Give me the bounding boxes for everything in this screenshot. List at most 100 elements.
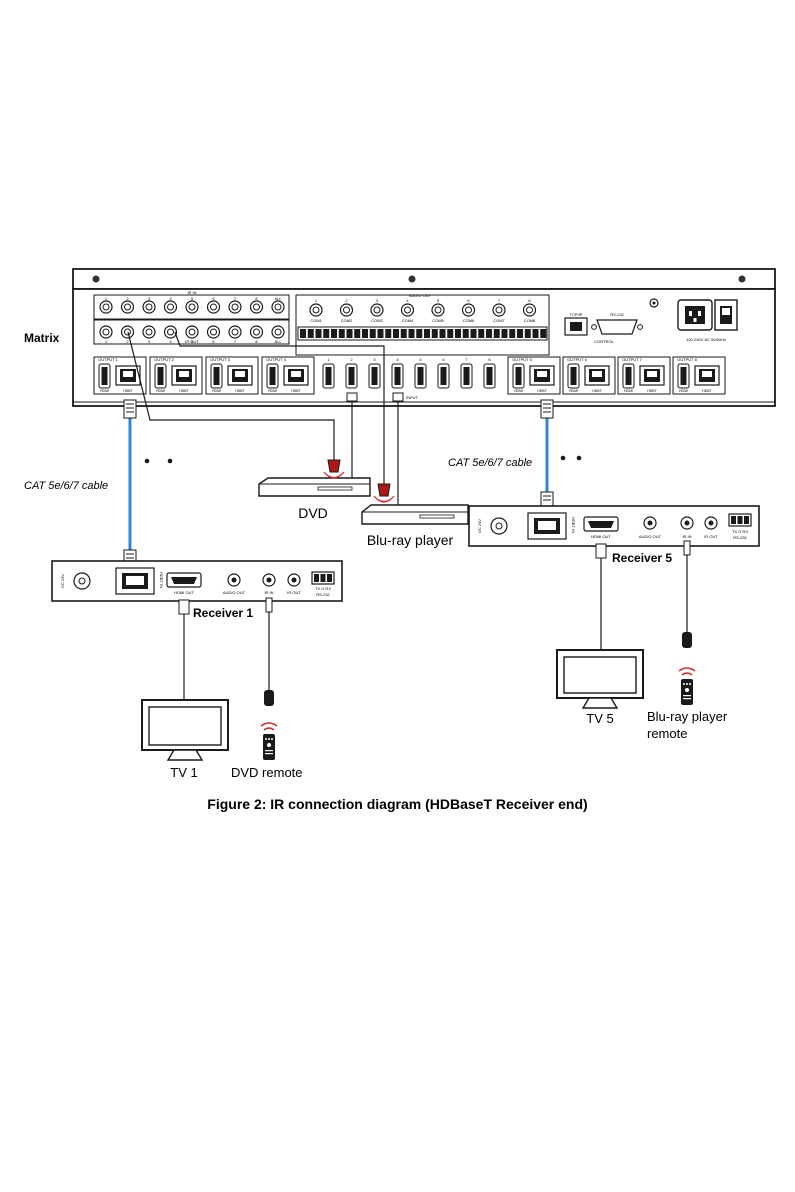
audio-com-label: COM4 <box>402 318 414 323</box>
terminal-pin <box>524 329 531 338</box>
receiver-1-label: Receiver 1 <box>193 606 253 620</box>
audio-port-number: 7 <box>498 298 501 303</box>
terminal-pin <box>455 329 461 338</box>
rj45-plug-right-top <box>540 399 554 419</box>
input-hdmi-port: 5 <box>414 357 427 389</box>
terminal-pin <box>331 329 337 338</box>
audio-port-number: 5 <box>437 298 440 303</box>
terminal-pin <box>470 329 477 338</box>
svg-text:IR OUT: IR OUT <box>704 534 718 539</box>
ir-out-port: 2 <box>120 325 135 344</box>
dvd-label: DVD <box>298 505 328 521</box>
terminal-pin <box>393 329 399 338</box>
svg-text:DC 24V: DC 24V <box>477 519 482 533</box>
svg-text:TX G RX: TX G RX <box>315 586 331 591</box>
input-hdmi-port: 7 <box>460 357 473 389</box>
ir-port-number: 1 <box>105 296 108 301</box>
audio-port-number: 6 <box>467 298 470 303</box>
input-hdmi-port: 2 <box>345 357 358 389</box>
terminal-pin <box>362 329 368 338</box>
terminal-pin <box>307 329 314 338</box>
terminal-pin <box>400 329 407 338</box>
ir-port-number: 6 <box>212 296 215 301</box>
rj45-plug-left-top <box>123 399 137 419</box>
output-label: OUTPUT 6 <box>567 357 587 362</box>
dvd-remote <box>260 722 278 760</box>
audio-port-number: 1 <box>315 298 318 303</box>
hdmi-label: HDMI <box>569 389 578 393</box>
input-number: 5 <box>419 357 422 362</box>
hdmi-label: HDMI <box>514 389 523 393</box>
output-label: OUTPUT 4 <box>266 357 286 362</box>
bluray-remote-label-line1: Blu-ray player <box>647 709 728 724</box>
hdmi-label: HDMI <box>212 389 221 393</box>
terminal-pin <box>424 329 430 338</box>
terminal-pin <box>462 329 469 338</box>
terminal-pin <box>517 329 523 338</box>
ir-out-title: IR OUT <box>185 339 199 344</box>
terminal-pin <box>315 329 322 338</box>
hdbt-label: HDBT <box>537 389 547 393</box>
ground-screw <box>649 298 659 308</box>
ir-out-port: 8 <box>249 325 264 344</box>
terminal-pin <box>501 329 508 338</box>
hdbt-label: HDBT <box>235 389 245 393</box>
receiver-5-label: Receiver 5 <box>612 551 672 565</box>
hdbt-label: HDBT <box>291 389 301 393</box>
output-label: OUTPUT 3 <box>210 357 230 362</box>
input-hdmi-port: 6 <box>437 357 450 389</box>
ir-out-port: 3 <box>142 325 156 344</box>
terminal-pin <box>338 329 345 338</box>
ir-out-port: 6 <box>206 325 221 344</box>
ir-in-port: 4 <box>163 296 178 314</box>
input-number: 2 <box>350 357 353 362</box>
terminal-pin <box>354 329 361 338</box>
ir-in-port: ALL <box>271 296 285 314</box>
cat-cable-label-left: CAT 5e/6/7 cable <box>24 480 108 492</box>
terminal-pin <box>540 329 547 338</box>
ir-port-number: 8 <box>255 296 258 301</box>
audio-com-label: COM5 <box>432 318 444 323</box>
ir-in-port: 6 <box>206 296 221 314</box>
tv-5 <box>556 649 644 709</box>
ir-out-port: 7 <box>228 325 242 344</box>
output-group: OUTPUT 3 HDMI HDBT <box>205 356 259 395</box>
terminal-block-row <box>297 326 548 341</box>
terminal-pin <box>408 329 415 338</box>
rs232-label: RS-232 <box>610 312 624 317</box>
ir-port-number: 2 <box>126 296 129 301</box>
audio-port-number: 3 <box>376 298 379 303</box>
input-number: 3 <box>373 357 376 362</box>
matrix-label: Matrix <box>24 331 60 345</box>
terminal-pin <box>369 329 376 338</box>
ir-emitter-cable-dvd <box>127 331 335 460</box>
ir-receiver-eye-r1 <box>264 690 274 706</box>
hdmi-label: HDMI <box>679 389 688 393</box>
terminal-pin <box>493 329 500 338</box>
ir-out-port: 5 <box>185 325 199 344</box>
power-label: 100-240V AC 50/60Hz <box>686 337 726 342</box>
audio-com-label: COM7 <box>493 318 505 323</box>
output-label: OUTPUT 7 <box>622 357 642 362</box>
ellipsis-dot <box>576 455 582 461</box>
hdbt-label: HDBT <box>702 389 712 393</box>
terminal-pin <box>509 329 516 338</box>
bluray-player <box>361 483 469 525</box>
input-number: 1 <box>327 357 330 362</box>
svg-text:HDBT IN: HDBT IN <box>159 572 164 588</box>
ir-in-port: 5 <box>185 296 199 314</box>
tv-1 <box>141 699 229 761</box>
ir-emitter-dvd <box>327 459 341 473</box>
ir-port-number: 5 <box>191 339 194 344</box>
ir-in-port: 2 <box>120 296 135 314</box>
svg-text:TX G RX: TX G RX <box>732 529 748 534</box>
